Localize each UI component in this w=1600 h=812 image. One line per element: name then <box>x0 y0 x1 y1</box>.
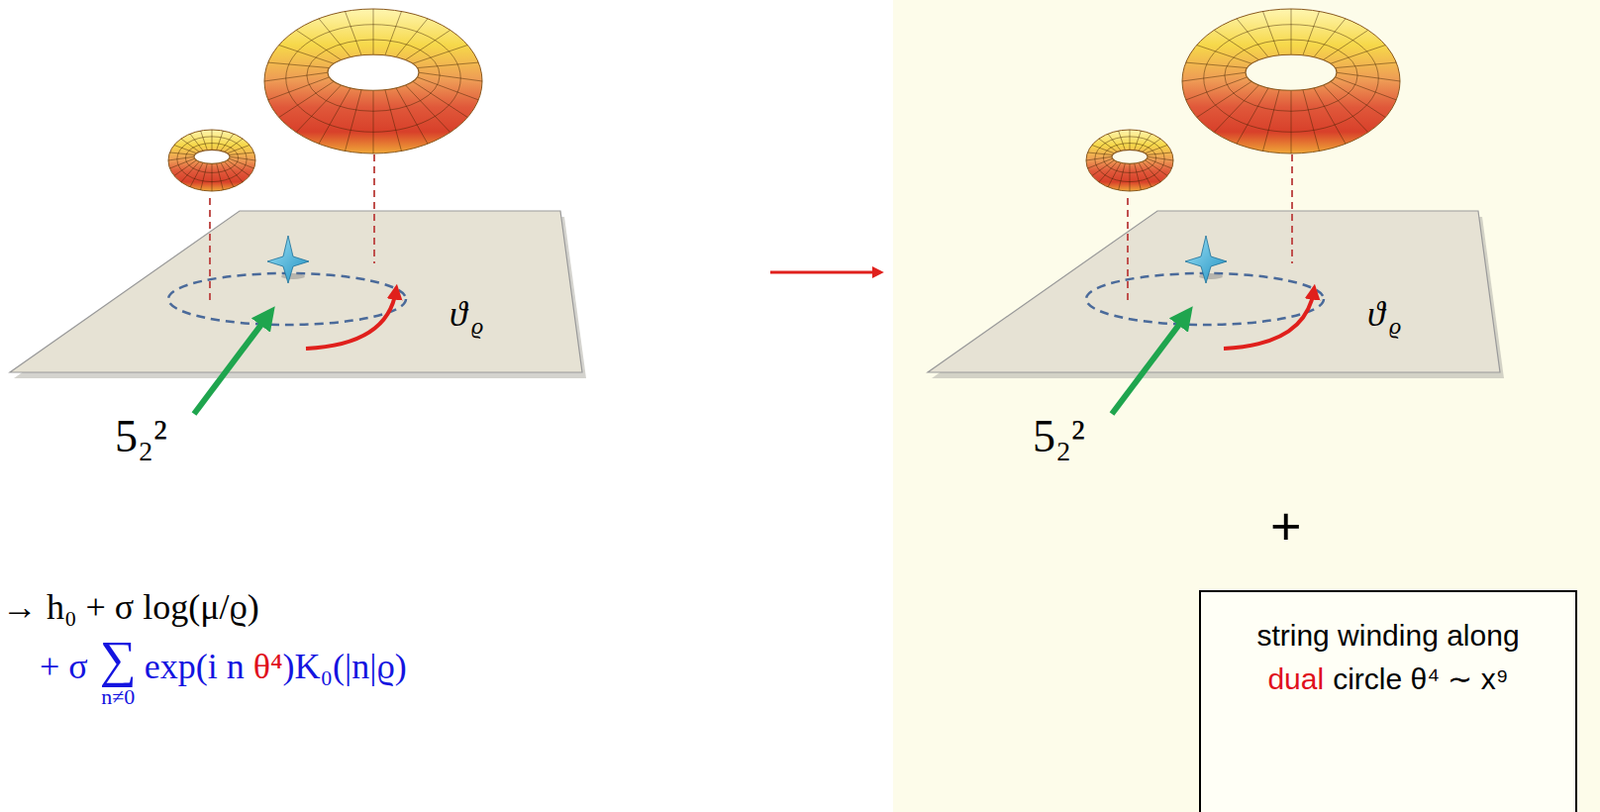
star-shadow <box>281 273 305 280</box>
formula-coordinate: θ⁴ <box>253 645 284 688</box>
label-holder: 5₂² <box>114 409 168 463</box>
torus <box>264 8 483 154</box>
defect-star <box>1185 235 1227 284</box>
formula-line: → h₀ + σ log(μ/ϱ) <box>1 587 260 627</box>
label-holder: ϱ <box>1389 312 1401 340</box>
brane-label: 5₂² <box>1032 410 1086 462</box>
note-box: string winding alongdualcircle θ⁴ ∼ x⁹ <box>1199 590 1578 812</box>
torus <box>1086 129 1174 192</box>
formula-term: exp(i n <box>144 645 245 688</box>
fiber-line <box>1126 198 1129 303</box>
sum-symbol: ∑ <box>100 633 137 686</box>
label-holder: → h₀ + σ log(μ/ϱ) <box>1 586 260 628</box>
angle-subscript: ϱ <box>1389 312 1401 339</box>
monodromy-arrow <box>1223 290 1314 349</box>
label-holder: ϱ <box>471 312 484 340</box>
monodromy-arrow <box>305 290 397 349</box>
angle-subscript: ϱ <box>471 312 484 339</box>
pointer-arrow <box>1111 313 1188 414</box>
box-text: string winding along <box>1214 613 1562 658</box>
pointer-arrow <box>194 313 270 414</box>
plane <box>927 210 1500 373</box>
transition-arrow <box>770 271 880 275</box>
fiber-line <box>373 154 376 264</box>
fiber-line <box>1291 154 1294 264</box>
label-holder: ϑ <box>449 293 468 335</box>
angle-label: ϑ <box>449 294 468 334</box>
defect-star <box>267 235 309 284</box>
formula-term: + σ <box>39 645 89 688</box>
fiber-line <box>208 198 211 303</box>
brane-label: 5₂² <box>114 410 168 462</box>
sum-holder: ∑n≠0 <box>100 633 137 709</box>
box-text: circle θ⁴ ∼ x⁹ <box>1332 662 1508 696</box>
star-shadow <box>1199 273 1223 280</box>
label-holder: 5₂² <box>1032 409 1086 463</box>
formula-holder: + σ∑n≠0exp(i nθ⁴)K₀(|n|ϱ) <box>39 633 407 709</box>
sum-index: n≠0 <box>100 685 135 709</box>
scene-group <box>9 8 587 414</box>
plane <box>9 210 583 373</box>
plus-sign: + <box>1270 496 1302 556</box>
scene-group <box>927 8 1504 414</box>
angle-label: ϑ <box>1367 294 1386 334</box>
box-line: dualcircle θ⁴ ∼ x⁹ <box>1214 657 1562 701</box>
torus <box>168 129 256 192</box>
box-text: dual <box>1267 662 1324 696</box>
label-holder: ϑ <box>1367 293 1386 335</box>
label-holder: + <box>1270 495 1302 557</box>
formula-term: )K₀(|n|ϱ) <box>283 645 407 688</box>
torus <box>1182 8 1400 154</box>
